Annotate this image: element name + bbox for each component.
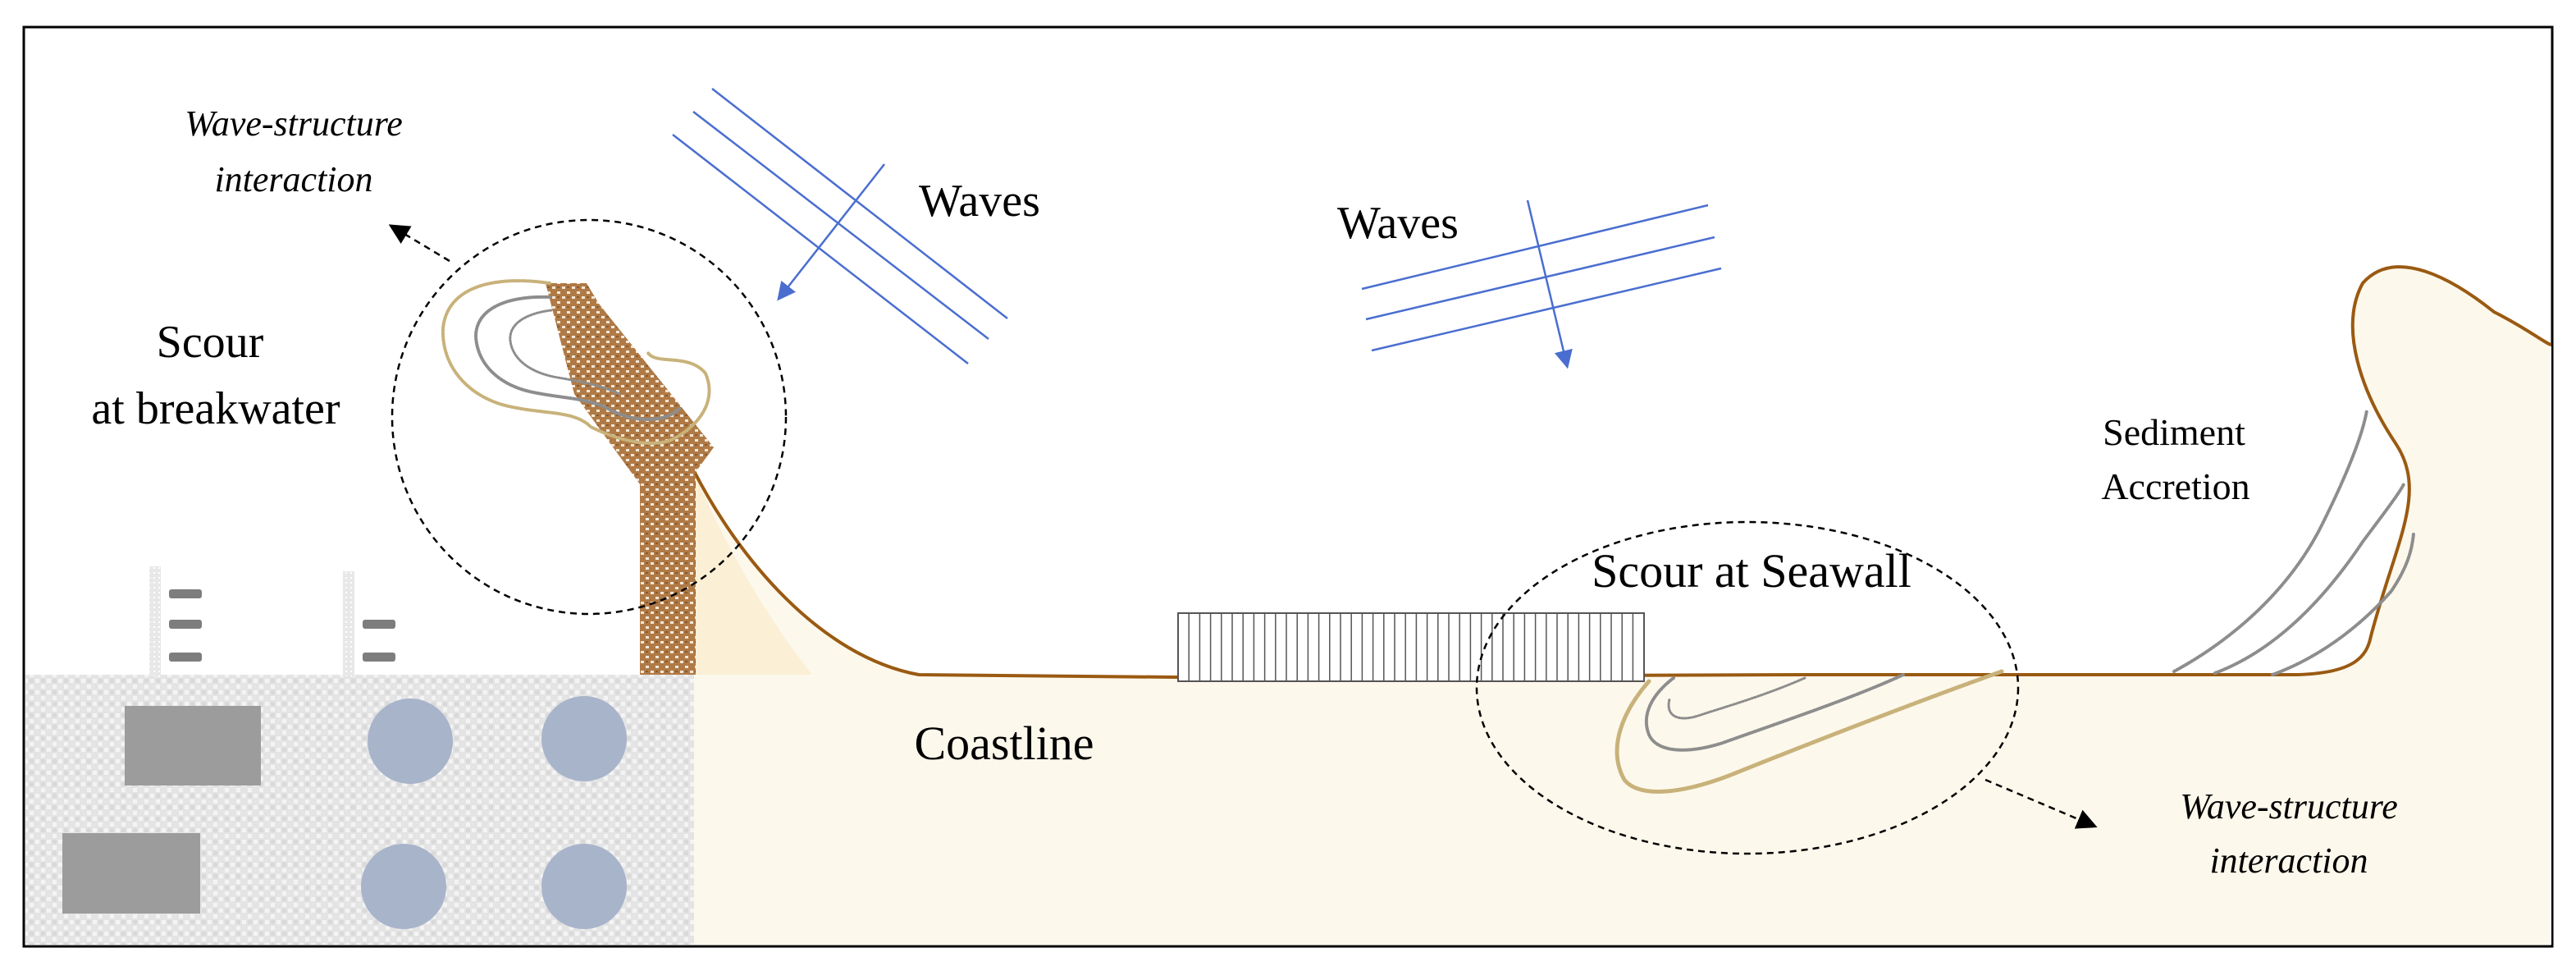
sediment-accretion-lines [2172, 409, 2415, 676]
harbor-warehouse-2 [62, 833, 200, 914]
arrow-down-icon [1526, 199, 1573, 369]
scour-breakwater-label-line2: at breakwater [91, 383, 340, 434]
wave-structure-label-right-line1: Wave-structure [2180, 786, 2398, 827]
sediment-accretion-label-line2: Accretion [2101, 465, 2249, 507]
seawall-callout-arrow [1985, 778, 2098, 829]
wave-structure-label-right-line2: interaction [2209, 840, 2368, 881]
waves-right [1361, 199, 1722, 369]
harbor-tank-1 [368, 698, 453, 784]
harbor-post-1 [149, 566, 161, 676]
seawall-scour-contours [1615, 669, 2004, 794]
seawall-outline [1177, 612, 1645, 682]
scour-seawall-label: Scour at Seawall [1592, 544, 1911, 598]
waves-label-right: Waves [1337, 198, 1459, 249]
sand-wedge [693, 469, 812, 675]
seawall-scour-callout-ellipse [1475, 520, 2020, 855]
coastline-label: Coastline [914, 717, 1094, 770]
harbor-tank-3 [361, 844, 446, 929]
waves-left [672, 88, 1008, 364]
waves-label-left: Waves [919, 176, 1040, 227]
arrow-down-left-icon [777, 163, 885, 301]
harbor-warehouse-1 [125, 706, 261, 786]
breakwater [546, 283, 714, 675]
harbor-post-2 [343, 571, 354, 676]
wave-structure-label-left-line2: interaction [214, 159, 372, 199]
harbor-area [25, 566, 694, 945]
breakwater-scour-contours [441, 279, 711, 445]
sediment-accretion-label-line1: Sediment [2103, 411, 2245, 453]
wave-structure-label-left-line1: Wave-structure [185, 103, 403, 144]
seawall [1177, 612, 1645, 682]
harbor-tank-4 [541, 844, 627, 929]
harbor-tank-2 [541, 696, 627, 781]
land-sand-area [693, 267, 2551, 945]
breakwater-scour-callout-circle [391, 218, 788, 616]
scour-breakwater-label-line1: Scour [157, 317, 264, 368]
shoreline-curve [692, 265, 2552, 680]
